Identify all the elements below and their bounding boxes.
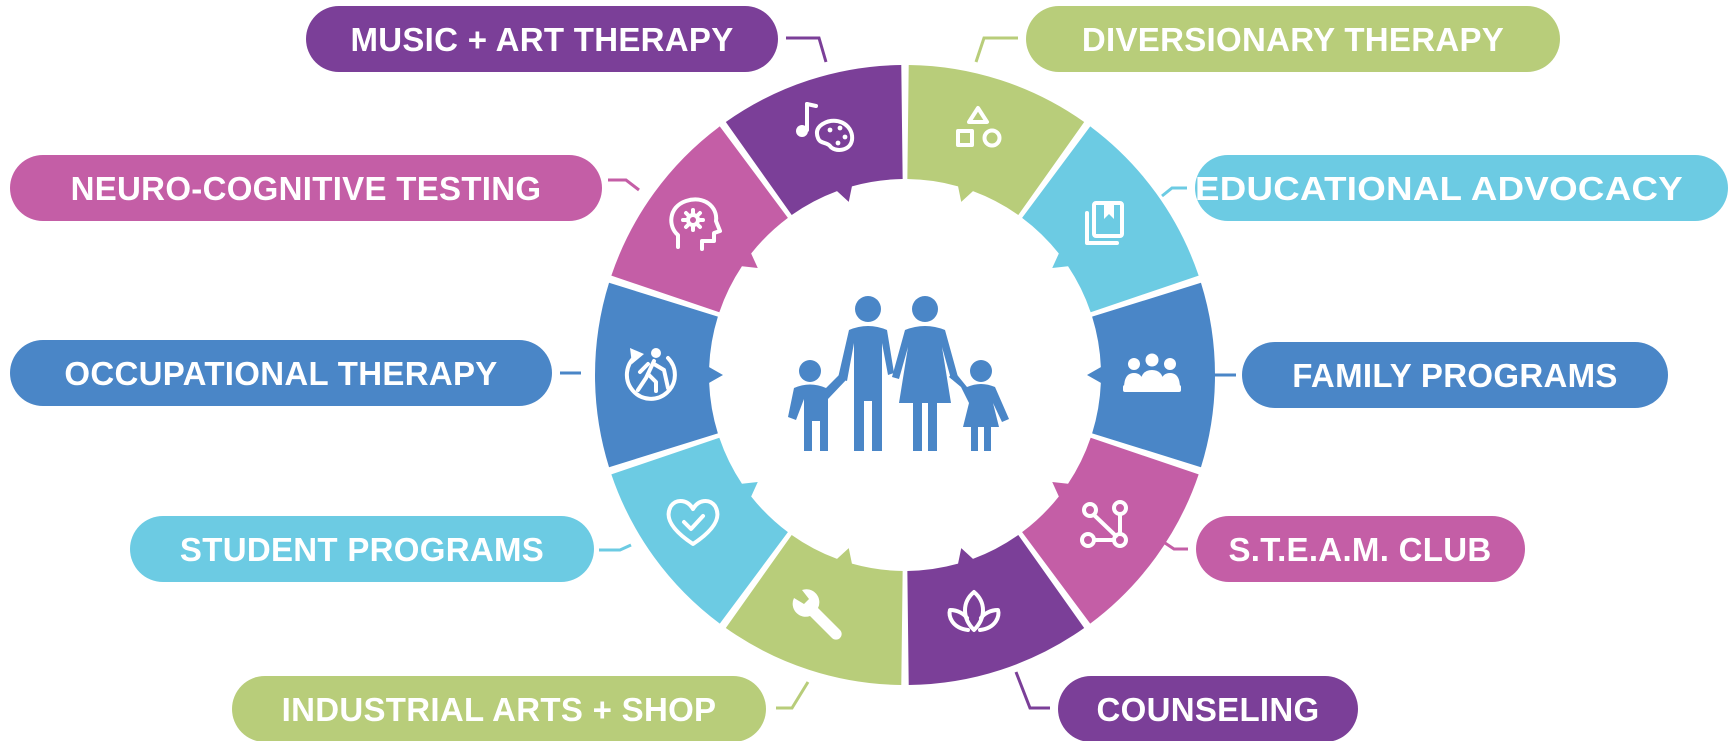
label-neuro-cognitive-testing: NEURO-COGNITIVE TESTING bbox=[71, 170, 542, 207]
pill-family-programs: FAMILY PROGRAMS bbox=[1242, 342, 1668, 408]
pill-occupational-therapy: OCCUPATIONAL THERAPY bbox=[10, 340, 552, 406]
books-icon bbox=[1085, 201, 1124, 245]
segment-educational-advocacy bbox=[1022, 126, 1199, 313]
family-icon bbox=[788, 296, 1009, 451]
network-icon bbox=[1080, 500, 1128, 548]
label-industrial-arts-shop: INDUSTRIAL ARTS + SHOP bbox=[282, 691, 717, 728]
connector-neuro-cognitive-testing bbox=[608, 178, 640, 192]
label-family-programs: FAMILY PROGRAMS bbox=[1292, 357, 1617, 394]
pill-educational-advocacy: EDUCATIONAL ADVOCACY bbox=[1195, 155, 1728, 221]
pill-neuro-cognitive-testing: NEURO-COGNITIVE TESTING bbox=[10, 155, 602, 221]
wheel-segments bbox=[595, 65, 1215, 685]
label-steam-club: S.T.E.A.M. CLUB bbox=[1228, 531, 1491, 568]
connector-industrial-arts-shop bbox=[776, 681, 810, 710]
label-counseling: COUNSELING bbox=[1096, 691, 1319, 728]
group-icon bbox=[1123, 353, 1181, 392]
wrench-icon bbox=[792, 589, 842, 640]
pill-counseling: COUNSELING bbox=[1058, 676, 1358, 741]
pill-diversionary-therapy: DIVERSIONARY THERAPY bbox=[1026, 6, 1560, 72]
label-music-art-therapy: MUSIC + ART THERAPY bbox=[350, 21, 733, 58]
pill-industrial-arts-shop: INDUSTRIAL ARTS + SHOP bbox=[232, 676, 766, 741]
label-diversionary-therapy: DIVERSIONARY THERAPY bbox=[1082, 21, 1504, 58]
segment-occupational-therapy bbox=[595, 282, 723, 468]
pill-student-programs: STUDENT PROGRAMS bbox=[130, 516, 594, 582]
connector-diversionary-therapy bbox=[974, 36, 1018, 63]
connector-student-programs bbox=[599, 543, 632, 552]
label-student-programs: STUDENT PROGRAMS bbox=[180, 531, 544, 568]
pill-steam-club: S.T.E.A.M. CLUB bbox=[1196, 516, 1525, 582]
walker-icon bbox=[624, 348, 677, 401]
music-palette-icon bbox=[796, 102, 855, 152]
connector-educational-advocacy bbox=[1161, 186, 1187, 198]
segment-student-programs bbox=[611, 437, 788, 624]
connector-music-art-therapy bbox=[786, 36, 828, 63]
pill-music-art-therapy: MUSIC + ART THERAPY bbox=[306, 6, 778, 72]
label-pills: MUSIC + ART THERAPY DIVERSIONARY THERAPY… bbox=[10, 6, 1728, 741]
heart-check-icon bbox=[666, 499, 720, 546]
segment-diversionary-therapy bbox=[907, 65, 1085, 216]
shapes-icon bbox=[956, 106, 1002, 148]
connector-lines bbox=[560, 36, 1236, 710]
segment-music-art-therapy bbox=[725, 65, 903, 216]
connector-counseling bbox=[1014, 671, 1050, 710]
head-gear-icon bbox=[669, 197, 722, 251]
label-occupational-therapy: OCCUPATIONAL THERAPY bbox=[64, 355, 497, 392]
lotus-icon bbox=[947, 590, 1001, 632]
label-educational-advocacy: EDUCATIONAL ADVOCACY bbox=[1195, 170, 1683, 207]
connector-steam-club bbox=[1161, 539, 1188, 551]
segment-icons bbox=[624, 102, 1181, 640]
